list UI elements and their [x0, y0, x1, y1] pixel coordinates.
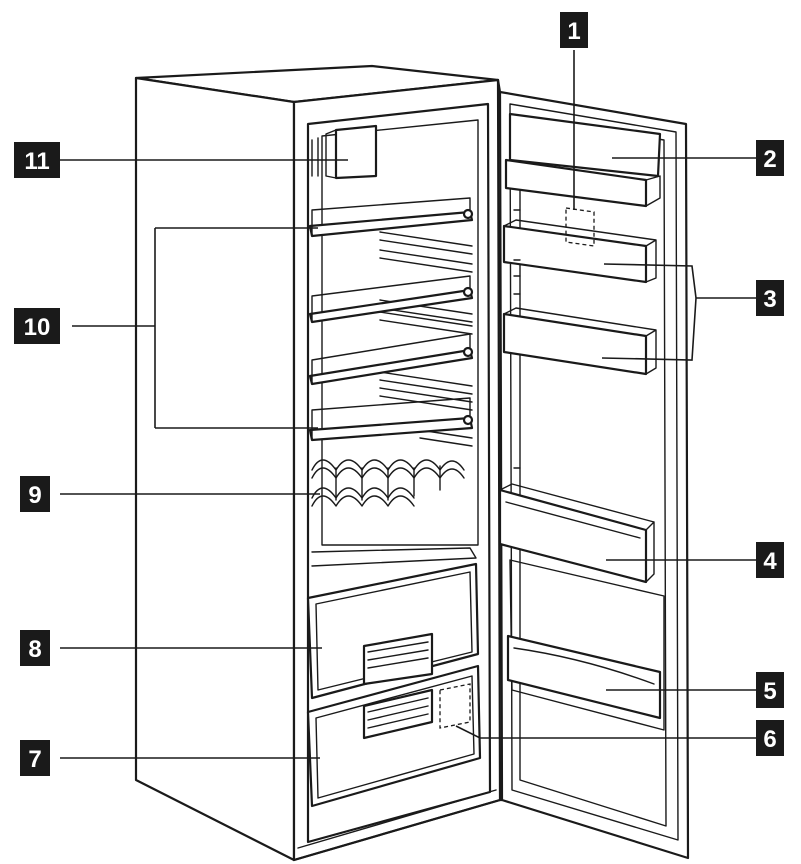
callout-1: 1 [560, 12, 588, 48]
callout-8-label: 8 [28, 636, 41, 663]
callout-6-label: 6 [763, 726, 776, 753]
leader-6 [455, 725, 756, 739]
callout-7: 7 [20, 740, 50, 776]
callout-7-label: 7 [28, 746, 41, 773]
callout-5-label: 5 [763, 678, 776, 705]
egg-tray [506, 559, 665, 731]
cabinet-left-side [134, 76, 296, 862]
callout-11-label: 11 [24, 148, 49, 175]
callout-3-label: 3 [763, 286, 776, 313]
callout-10-label: 10 [24, 314, 51, 341]
callout-9: 9 [20, 476, 50, 512]
upper-drawer [306, 562, 480, 700]
leader-3 [601, 263, 756, 361]
callout-2-label: 2 [763, 146, 776, 173]
hidden-controls [565, 207, 595, 247]
callout-6: 6 [756, 720, 784, 756]
door-shelves [502, 209, 657, 469]
callout-8: 8 [20, 630, 50, 666]
crisper-cover [311, 547, 477, 567]
callout-9-label: 9 [28, 482, 41, 509]
glass-shelves [308, 197, 474, 442]
interior-light [311, 124, 378, 180]
door-panel [498, 90, 690, 860]
callout-3: 3 [756, 280, 784, 316]
lower-drawer [306, 664, 482, 808]
callout-11: 11 [14, 142, 60, 178]
dairy-compartment [504, 112, 662, 208]
leader-10 [72, 227, 318, 429]
callout-10: 10 [14, 308, 60, 344]
callout-1-label: 1 [567, 18, 580, 45]
bottle-rack [311, 459, 465, 507]
bottle-shelf [498, 483, 655, 584]
callout-4: 4 [756, 542, 784, 578]
callout-5: 5 [756, 672, 784, 708]
callout-2: 2 [756, 140, 784, 176]
callout-4-label: 4 [763, 548, 777, 575]
upper-drawer-handle [362, 632, 434, 686]
plinth-line [292, 798, 502, 862]
leader-lines [60, 50, 756, 759]
door-liner-outer [509, 103, 679, 841]
lower-drawer-handle [362, 688, 434, 740]
